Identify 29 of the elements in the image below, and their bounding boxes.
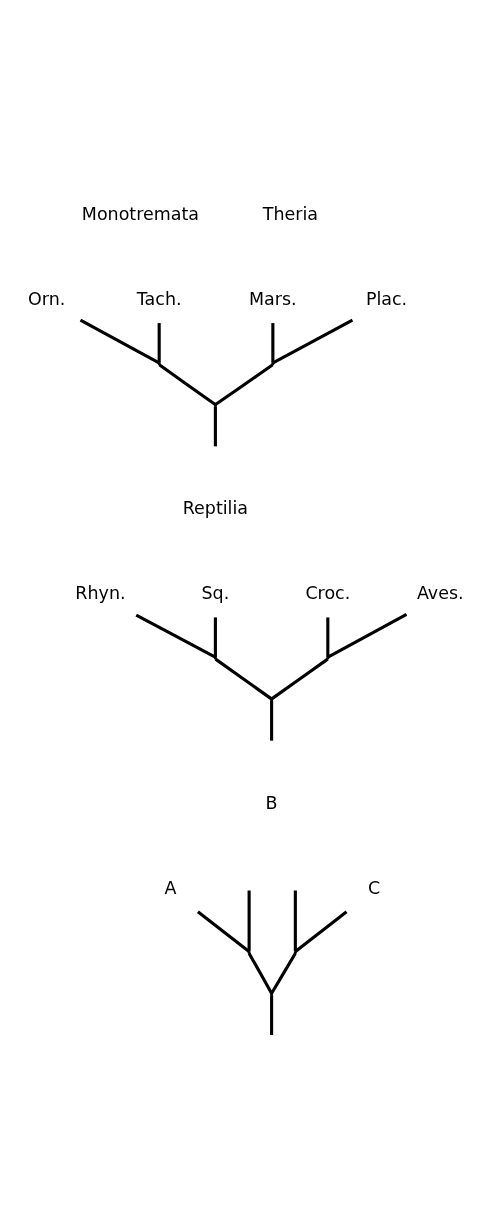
node-point xyxy=(157,361,161,365)
node-text: Rhyn. xyxy=(75,582,126,603)
node-point xyxy=(293,950,297,954)
node-point xyxy=(213,656,217,660)
connector xyxy=(213,406,217,446)
node-text: Aves. xyxy=(416,582,464,603)
label: Monotremata xyxy=(81,203,200,224)
node-point xyxy=(326,656,330,660)
node-text: Croc. xyxy=(305,582,351,603)
connector xyxy=(270,700,274,741)
node-point xyxy=(270,992,274,996)
node-point xyxy=(271,361,275,365)
node-text: Sq. xyxy=(201,582,230,603)
label: Reptilia xyxy=(182,497,249,518)
connector xyxy=(247,890,251,951)
connector xyxy=(293,890,297,951)
connector xyxy=(213,616,217,657)
node-point xyxy=(213,403,217,407)
label: Theria xyxy=(262,203,318,224)
node-text: A xyxy=(164,877,177,898)
node-point xyxy=(247,950,251,954)
connector xyxy=(326,616,330,657)
node-text: Orn. xyxy=(28,288,66,309)
node-point xyxy=(270,697,274,701)
node-text: C xyxy=(367,877,381,898)
node-text: Plac. xyxy=(365,288,408,309)
node-text: Tach. xyxy=(136,288,182,309)
label: B xyxy=(265,792,278,813)
node-text: Mars. xyxy=(249,288,297,309)
